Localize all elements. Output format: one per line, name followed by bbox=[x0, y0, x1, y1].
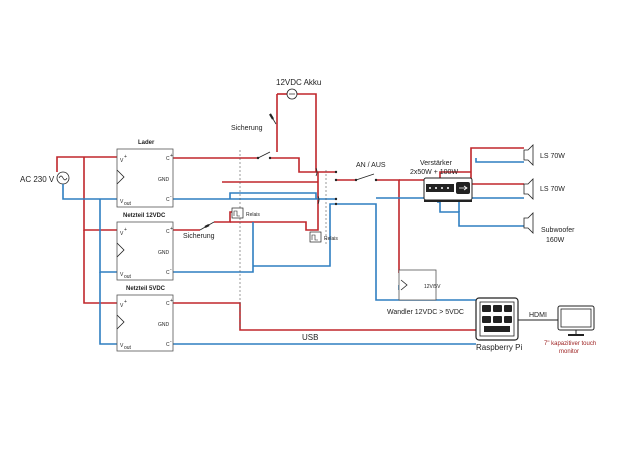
diode-icon bbox=[116, 169, 125, 185]
raspberry-pi-label: Raspberry Pi bbox=[476, 343, 522, 352]
gnd-label: GND bbox=[158, 250, 170, 256]
monitor-label-line1: 7" kapazitiver touch bbox=[544, 341, 596, 347]
relay-coil-icon bbox=[231, 207, 244, 219]
c-minus-sup: - bbox=[170, 194, 172, 200]
relay-switch-top bbox=[256, 151, 272, 160]
vout-sub: out bbox=[124, 274, 132, 280]
relay-coil-icon bbox=[309, 231, 322, 243]
fuse-mid: Sicherung bbox=[183, 221, 215, 240]
diode-icon bbox=[116, 314, 125, 330]
subwoofer-name: Subwoofer bbox=[541, 227, 575, 234]
relay-2-label: Relais bbox=[324, 236, 338, 242]
vplus-label: V bbox=[120, 303, 124, 309]
c-minus-label: C bbox=[166, 342, 170, 348]
block-title: Netzteil 12VDC bbox=[123, 213, 166, 219]
converter: 12V/5V Wandler 12VDC > 5VDC bbox=[387, 269, 464, 316]
relay-contacts bbox=[315, 167, 338, 206]
gnd-label: GND bbox=[158, 322, 170, 328]
hdmi-label: HDMI bbox=[529, 312, 547, 319]
c-plus-label: C bbox=[166, 229, 170, 235]
block-title: Netzteil 5VDC bbox=[126, 286, 166, 292]
fuse-top-label: Sicherung bbox=[231, 125, 263, 132]
vplus-sup: + bbox=[124, 227, 127, 233]
speaker-right: LS 70W bbox=[523, 178, 565, 200]
vplus-label: V bbox=[120, 158, 124, 164]
relay-1-label: Relais bbox=[246, 212, 260, 218]
c-minus-sup: - bbox=[170, 267, 172, 273]
c-plus-sup: + bbox=[170, 226, 173, 232]
hdmi-link: HDMI bbox=[518, 312, 558, 321]
speaker-right-label: LS 70W bbox=[540, 186, 565, 193]
charger-block: Lader V + V out C + GND C - bbox=[116, 140, 174, 208]
converter-label: Wandler 12VDC > 5VDC bbox=[387, 309, 464, 316]
converter-icon bbox=[398, 269, 437, 301]
c-plus-label: C bbox=[166, 156, 170, 162]
c-plus-sup: + bbox=[170, 153, 173, 159]
fuse-mid-label: Sicherung bbox=[183, 233, 215, 240]
subwoofer: Subwoofer 160W bbox=[523, 212, 575, 244]
ac-input-label: AC 230 V bbox=[20, 175, 55, 184]
relay-1: Relais bbox=[231, 150, 260, 330]
vout-label: V bbox=[120, 343, 124, 349]
c-minus-sup: - bbox=[170, 339, 172, 345]
converter-inner-label: 12V/5V bbox=[424, 284, 441, 290]
switch-label: AN / AUS bbox=[356, 162, 386, 169]
psu-12v-block: Netzteil 12VDC V + V out C + GND C - bbox=[116, 213, 174, 281]
main-switch: AN / AUS bbox=[354, 162, 386, 182]
amplifier-title: Verstärker bbox=[420, 160, 453, 167]
gnd-label: GND bbox=[158, 177, 170, 183]
ac-source: AC 230 V bbox=[20, 171, 70, 185]
relay-2: Relais bbox=[309, 170, 338, 245]
subwoofer-power: 160W bbox=[546, 237, 565, 244]
switch-icon bbox=[355, 173, 375, 181]
vplus-sup: + bbox=[124, 154, 127, 160]
diode-icon bbox=[116, 242, 125, 258]
psu-5v-block: Netzteil 5VDC V + V out C + GND C - bbox=[116, 286, 174, 352]
monitor: 7" kapazitiver touch monitor bbox=[544, 305, 596, 355]
battery: 12VDC Akku bbox=[276, 78, 321, 100]
battery-label: 12VDC Akku bbox=[276, 78, 321, 87]
vout-label: V bbox=[120, 272, 124, 278]
speaker-left-label: LS 70W bbox=[540, 153, 565, 160]
block-title: Lader bbox=[138, 140, 155, 146]
vplus-sup: + bbox=[124, 299, 127, 305]
c-plus-label: C bbox=[166, 301, 170, 307]
vplus-label: V bbox=[120, 231, 124, 237]
vout-label: V bbox=[120, 199, 124, 205]
raspberry-pi: Raspberry Pi bbox=[475, 297, 522, 352]
speaker-icon bbox=[523, 144, 534, 166]
amplifier-spec: 2x50W + 100W bbox=[410, 169, 458, 176]
vout-sub: out bbox=[124, 345, 132, 351]
speaker-icon bbox=[523, 212, 534, 234]
amplifier: Verstärker 2x50W + 100W bbox=[410, 160, 473, 202]
positive-wires bbox=[56, 93, 524, 331]
speaker-icon bbox=[523, 178, 534, 200]
negative-wires bbox=[62, 158, 524, 345]
fuse-top: Sicherung bbox=[231, 113, 277, 132]
c-minus-label: C bbox=[166, 197, 170, 203]
speaker-left: LS 70W bbox=[523, 144, 565, 166]
c-minus-label: C bbox=[166, 270, 170, 276]
c-plus-sup: + bbox=[170, 298, 173, 304]
monitor-label-line2: monitor bbox=[559, 349, 579, 355]
vout-sub: out bbox=[124, 201, 132, 207]
usb-label: USB bbox=[302, 333, 318, 342]
